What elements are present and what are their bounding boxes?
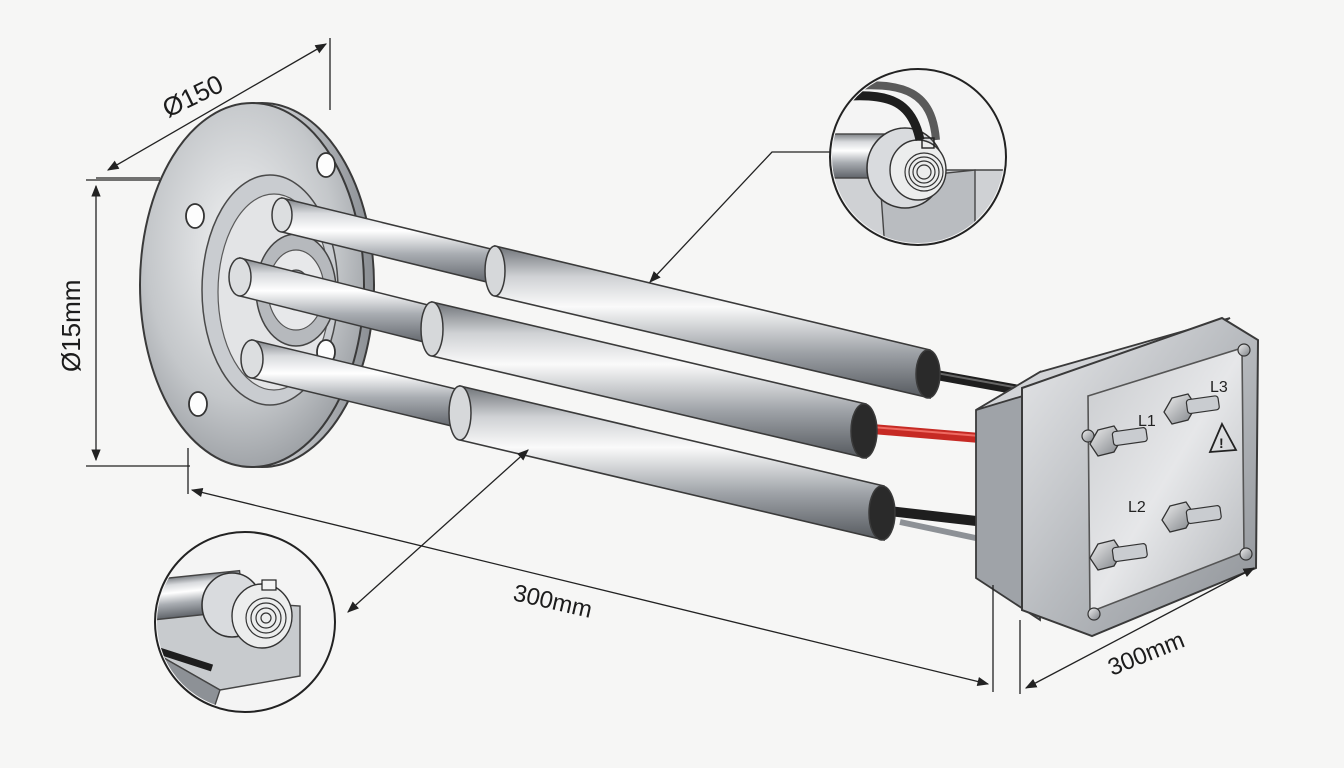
- terminal-l1-label: L1: [1138, 413, 1156, 430]
- detail-callout-bottom: [154, 531, 336, 713]
- element-diameter-label: Ø15mm: [56, 280, 86, 372]
- warning-icon: !: [1208, 421, 1238, 454]
- terminal-l1-stud: [1089, 425, 1148, 457]
- terminal-l3-stud: [1163, 393, 1220, 425]
- terminal-l2-stud: [1161, 501, 1222, 533]
- red-wire: [855, 423, 985, 443]
- junction-box: L1 L3 L2 !: [975, 316, 1260, 638]
- detail-callout-top: [829, 68, 1007, 246]
- terminal-l2-label: L2: [1128, 499, 1146, 516]
- heating-tube-top: [271, 197, 941, 400]
- dimension-lines: [86, 38, 1256, 694]
- terminal-l3-label: L3: [1210, 379, 1228, 396]
- box-width-label: 300mm: [1104, 627, 1188, 682]
- element-length-label: 300mm: [511, 580, 595, 624]
- terminal-bottom-stud: [1089, 539, 1148, 571]
- heating-tube-middle: [228, 257, 878, 460]
- svg-text:!: !: [1219, 435, 1224, 451]
